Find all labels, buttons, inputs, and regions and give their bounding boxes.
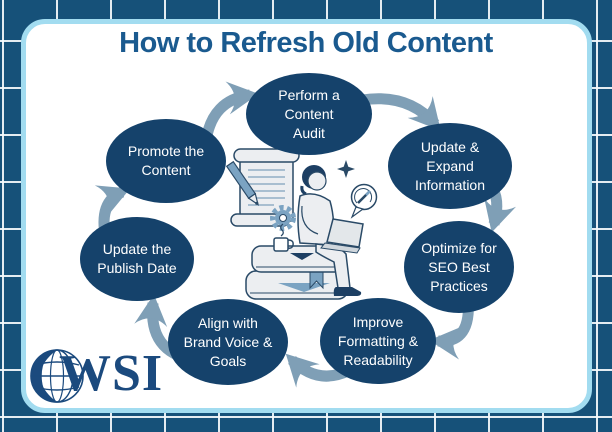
step-optimize-for-seo-best-practices: Optimize for SEO Best Practices [404,221,514,313]
step-label-line: Update & [420,138,480,155]
step-label-line: Goals [209,352,247,369]
step-label-line: Expand [426,157,474,174]
step-label-line: Content [284,105,334,122]
laptop-icon [326,218,364,248]
step-align-with-brand-voice-goals: Align with Brand Voice & Goals [168,299,288,385]
arrow-perform-to-update [361,93,441,131]
step-promote-the-content: Promote the Content [106,119,226,203]
pencil-icon [225,160,259,206]
step-label-line: Optimize for [421,239,497,256]
step-perform-content-audit: Perform a Content Audit [246,73,372,155]
wsi-logo: WSI [26,344,176,408]
step-label-line: Promote the [127,143,205,159]
coffee-mug-icon [273,223,294,252]
step-label-line: Publish Date [97,260,177,276]
step-label-line: Formatting & [337,332,419,349]
person-with-laptop [297,165,364,296]
step-label-line: Brand Voice & [183,333,273,350]
center-illustration [225,148,378,300]
step-label-line: Practices [430,277,488,294]
step-label-line: Update the [102,241,172,257]
step-label-line: Readability [343,351,413,368]
step-label-line: Audit [293,124,325,141]
gear-icon [270,205,296,231]
step-update-the-publish-date: Update the Publish Date [80,217,194,301]
sparkle-icon [337,160,355,178]
step-label-line: Content [141,162,191,178]
step-label-line: Perform a [278,86,340,103]
step-label-line: Align with [198,314,258,331]
globe-icon [30,349,84,403]
step-update-expand-information: Update & Expand Information [388,123,512,209]
step-improve-formatting-readability: Improve Formatting & Readability [320,298,436,384]
step-label-line: Information [414,176,486,193]
edit-speech-bubble-icon [350,183,378,219]
step-label-line: Improve [352,313,404,330]
page-title: How to Refresh Old Content [119,27,493,59]
wsi-logo-text: WSI [59,345,164,402]
step-label-line: SEO Best [428,258,490,275]
